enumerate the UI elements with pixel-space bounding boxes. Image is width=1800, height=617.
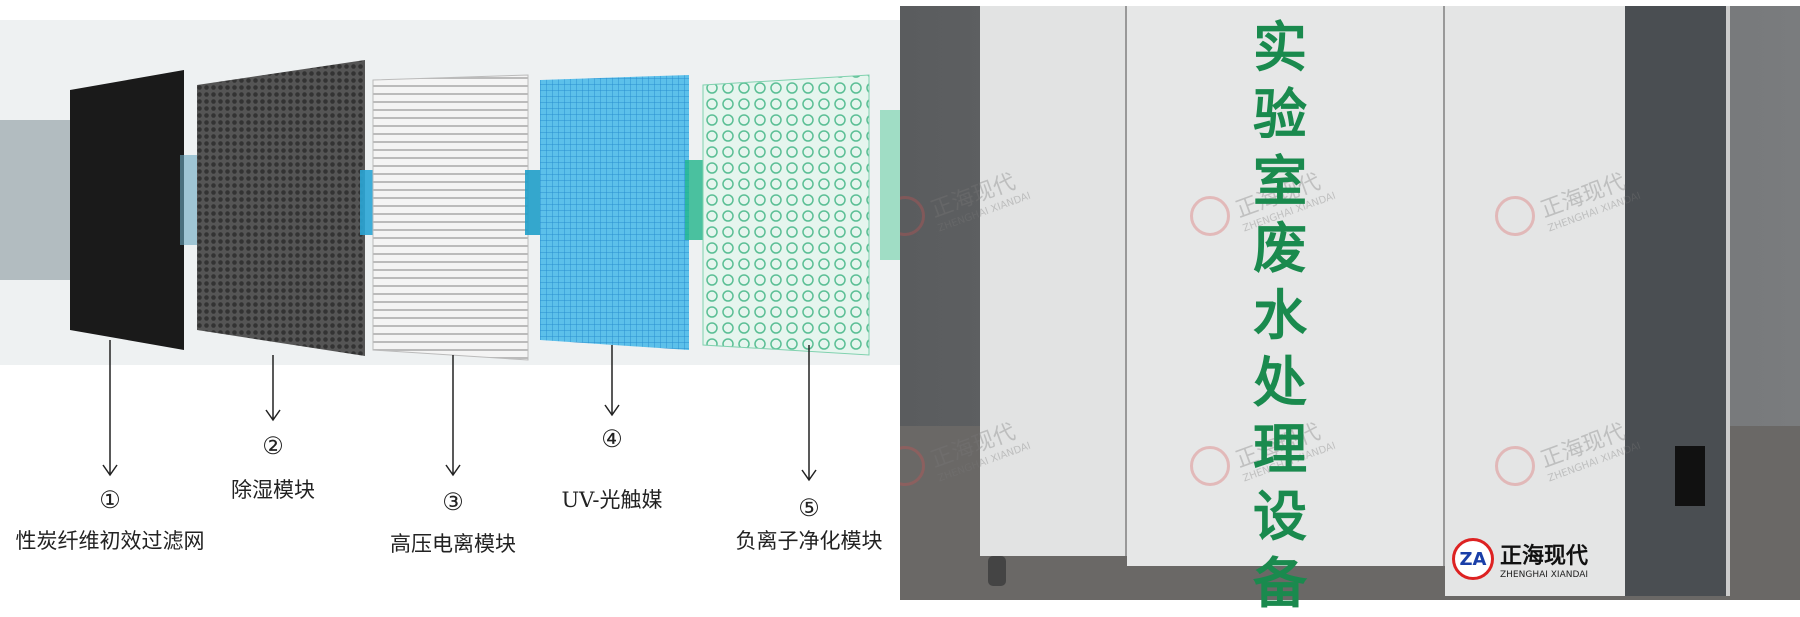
module-3-label: 高压电离模块 [390,532,516,556]
layer-5-negative-ion [702,74,870,356]
cabinet-door [1127,6,1445,566]
layer-1-carbon-filter [70,70,184,350]
module-5-number: ⑤ [798,494,820,522]
cabinet-left-panel [980,6,1127,556]
filter-layers-illustration [0,20,900,365]
cabinet-right-panel [1445,6,1625,596]
layer-4-uv-photocatalyst [540,75,689,350]
module-2-number: ② [262,432,284,460]
module-4-number: ④ [601,425,623,453]
module-2-label: 除湿模块 [231,478,315,502]
layer-3-ionization [372,74,529,361]
module-5-label: 负离子净化模块 [735,529,883,553]
module-1-number: ① [99,486,121,514]
brand-logo-icon: ZA [1452,538,1494,580]
module-3-number: ③ [442,488,464,516]
callout-arrows [102,340,817,482]
cabinet-side [1625,6,1730,596]
control-ports [1675,446,1705,506]
module-4-label: UV-光触媒 [561,488,663,512]
module-1-label: 性炭纤维初效过滤网 [15,529,205,553]
filter-diagram: ① 性炭纤维初效过滤网 ② 除湿模块 ③ 高压电离模块 ④ UV-光触媒 ⑤ 负… [0,0,900,600]
layer-2-dehumidifier [197,60,365,356]
brand-logo: ZA 正海现代 ZHENGHAI XIANDAI [1452,538,1588,580]
cabinet-title-text: 实验室废水处理设备 [1253,16,1307,615]
caster-wheel [988,556,1006,586]
brand-name-en: ZHENGHAI XIANDAI [1500,570,1589,580]
brand-name-cn: 正海现代 [1500,543,1589,569]
